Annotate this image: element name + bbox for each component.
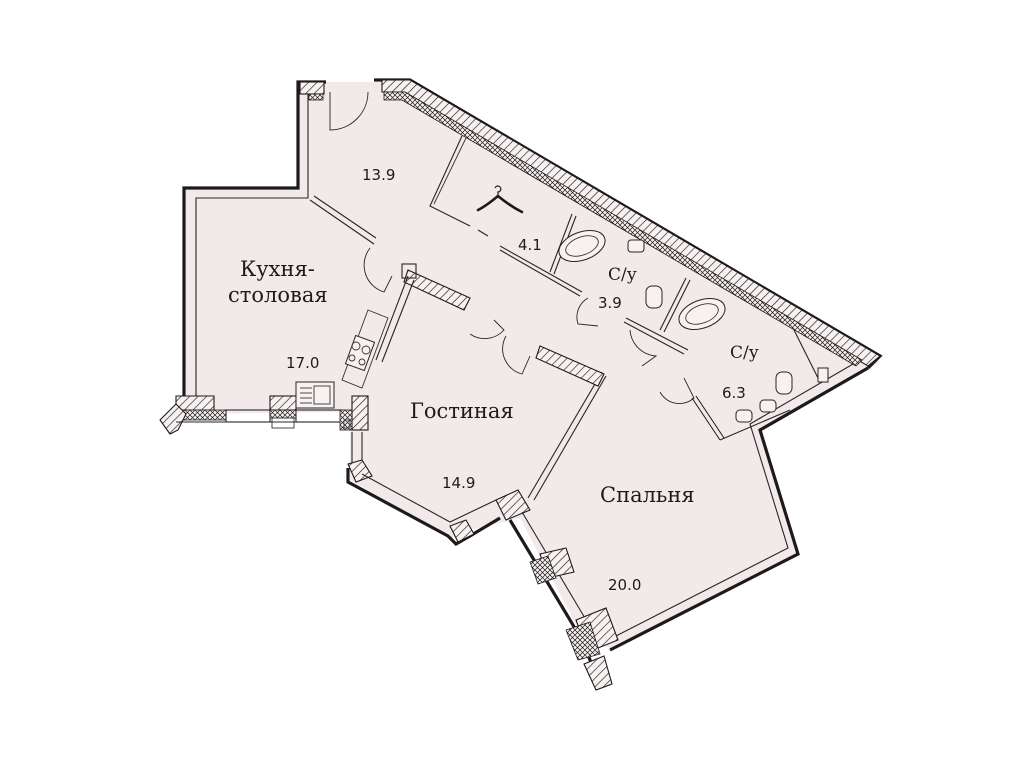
- living-door-left: [469, 319, 505, 339]
- bath1-name: С/у: [608, 265, 637, 285]
- bedroom-area: 20.0: [608, 576, 641, 594]
- hanger-icon: [476, 185, 524, 214]
- bath2-door: [659, 377, 695, 404]
- living-area: 14.9: [442, 474, 475, 492]
- doors: [329, 91, 695, 404]
- kitchen-door: [363, 247, 393, 293]
- bath2-name: С/у: [730, 343, 759, 363]
- floor-area: [184, 82, 880, 648]
- bath2-area: 6.3: [722, 384, 746, 402]
- sink-icon: [759, 399, 777, 413]
- bath1-door: [576, 297, 599, 327]
- bedroom-west-wall: [508, 511, 619, 691]
- room-labels: 13.9 4.1 С/у 3.9 С/у 6.3 Кухня- столовая…: [228, 166, 759, 594]
- toilet-icon: [775, 371, 793, 395]
- sink-icon: [627, 239, 645, 253]
- bathtub-icon: [678, 297, 726, 331]
- bedroom-name: Спальня: [600, 483, 695, 507]
- bathtub-icon: [558, 229, 606, 263]
- kitchen-name-line1: Кухня-: [240, 257, 315, 281]
- toilet-icon: [645, 285, 663, 309]
- living-door-right: [502, 335, 531, 375]
- wardrobe-area: 4.1: [518, 236, 542, 254]
- kitchen-south-wall: [159, 395, 369, 435]
- living-name: Гостиная: [410, 399, 514, 423]
- fixtures: [295, 229, 829, 423]
- living-walls: [346, 263, 607, 546]
- bedroom-door: [629, 329, 658, 367]
- outer-walls: [182, 78, 883, 652]
- bath1-area: 3.9: [598, 294, 622, 312]
- hall-area: 13.9: [362, 166, 395, 184]
- shower-icon: [817, 367, 829, 383]
- entry-door: [329, 91, 369, 131]
- sink-icon: [735, 409, 753, 423]
- kitchen-area: 17.0: [286, 354, 319, 372]
- kitchen-name-line2: столовая: [228, 283, 328, 307]
